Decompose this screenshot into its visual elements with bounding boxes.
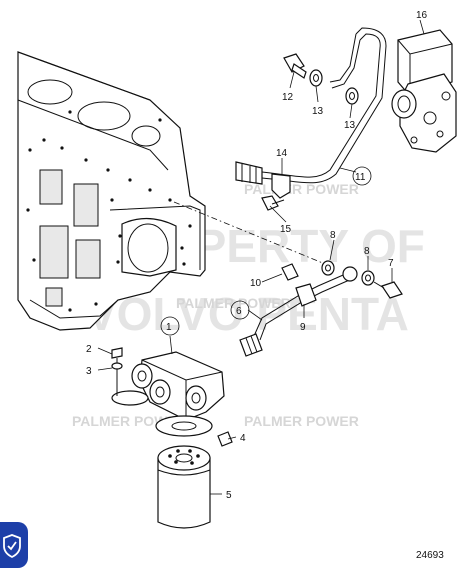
sealing-washer-13a bbox=[309, 69, 323, 87]
callout-3: 3 bbox=[86, 366, 92, 377]
callout-2: 2 bbox=[86, 344, 92, 355]
fuel-filter-5 bbox=[157, 445, 211, 529]
watermark: PROPERTY OF VOLVO PENTA PALMER POWER PAL… bbox=[72, 181, 425, 429]
security-badge[interactable] bbox=[0, 522, 28, 568]
document-number: 24693 bbox=[416, 550, 444, 561]
plug-4 bbox=[217, 431, 233, 447]
sealing-washer-8a bbox=[321, 260, 335, 276]
callout-9: 9 bbox=[300, 322, 306, 333]
callout-4: 4 bbox=[240, 433, 246, 444]
callout-1: 1 bbox=[166, 322, 172, 333]
watermark-brand-right: PALMER POWER bbox=[244, 413, 359, 429]
callout-8b: 8 bbox=[364, 246, 370, 257]
washer-3 bbox=[111, 362, 123, 370]
fuel-pump bbox=[391, 29, 457, 153]
callout-13b: 13 bbox=[344, 120, 356, 131]
filter-bracket-1 bbox=[111, 351, 225, 437]
leader-lines bbox=[97, 19, 425, 495]
engine-block bbox=[17, 51, 206, 331]
callout-8a: 8 bbox=[330, 230, 336, 241]
fuel-pipe-6 bbox=[239, 266, 358, 357]
fuel-pipe-11 bbox=[235, 27, 387, 199]
fitting-10 bbox=[281, 263, 299, 281]
shield-check-icon bbox=[3, 534, 21, 559]
callout-11-circle bbox=[352, 166, 372, 186]
callout-16: 16 bbox=[416, 10, 428, 21]
callout-12: 12 bbox=[282, 92, 294, 103]
callout-1-circle bbox=[160, 316, 180, 336]
watermark-brand-mid: PALMER POWER bbox=[176, 295, 291, 311]
callout-15: 15 bbox=[280, 224, 292, 235]
callout-11: 11 bbox=[355, 172, 366, 183]
callout-5: 5 bbox=[226, 490, 232, 501]
bolt-2 bbox=[111, 347, 123, 396]
banjo-bolt-12 bbox=[283, 53, 307, 79]
callout-6-circle bbox=[230, 300, 250, 320]
callout-14: 14 bbox=[276, 148, 288, 159]
callout-7: 7 bbox=[388, 258, 394, 269]
callout-10: 10 bbox=[250, 278, 262, 289]
sealing-washer-13b bbox=[345, 87, 359, 105]
callout-6: 6 bbox=[236, 306, 242, 317]
callout-13a: 13 bbox=[312, 106, 324, 117]
banjo-bolt-7 bbox=[373, 281, 403, 299]
alignment-centerline bbox=[173, 201, 331, 267]
bolt-15 bbox=[261, 195, 285, 211]
sealing-washer-8b bbox=[361, 270, 375, 286]
watermark-property-line2: VOLVO PENTA bbox=[86, 288, 409, 340]
